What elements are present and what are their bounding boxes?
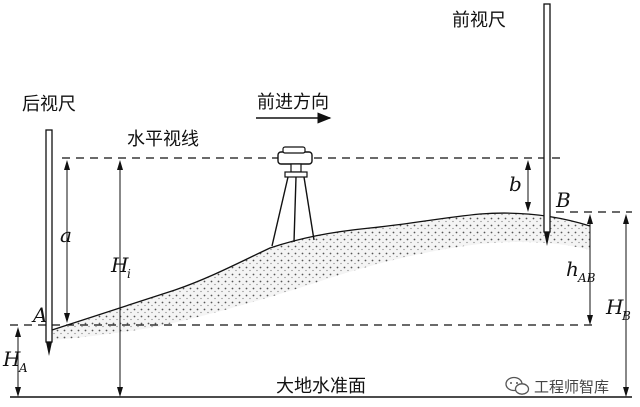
height-i-subscript: i: [127, 267, 131, 281]
height-i-label: H: [110, 253, 129, 277]
dimension-hab: [587, 214, 593, 325]
dimension-b: [525, 160, 531, 212]
front-staff: [543, 3, 551, 246]
height-a-label: H: [2, 347, 21, 371]
direction-label: 前进方向: [257, 92, 329, 113]
height-a-subscript: A: [18, 361, 28, 375]
height-b-label: H: [605, 295, 624, 319]
back-staff: [45, 129, 53, 356]
watermark: 工程师智库: [505, 376, 609, 396]
delta-h-label: h: [566, 257, 579, 281]
wechat-icon: [505, 376, 530, 395]
ground-surface-line: [51, 212, 591, 331]
point-a-label: A: [31, 303, 47, 327]
reading-a-label: a: [60, 223, 72, 247]
ground-profile: [52, 213, 590, 340]
horizontal-sight-label: 水平视线: [127, 129, 199, 150]
datum-label: 大地水准面: [276, 376, 366, 397]
reading-b-label: b: [509, 172, 522, 196]
level-instrument: [271, 146, 315, 247]
front-staff-label: 前视尺: [452, 10, 506, 31]
dimension-ha: [15, 327, 21, 397]
delta-h-subscript: AB: [577, 271, 596, 285]
dimension-hi: [117, 160, 123, 397]
dimension-a: [64, 160, 70, 323]
height-b-subscript: B: [621, 309, 631, 323]
point-b-label: B: [555, 188, 571, 212]
dimension-hb: [623, 214, 629, 397]
back-staff-label: 后视尺: [22, 94, 76, 115]
watermark-text: 工程师智库: [534, 378, 609, 396]
